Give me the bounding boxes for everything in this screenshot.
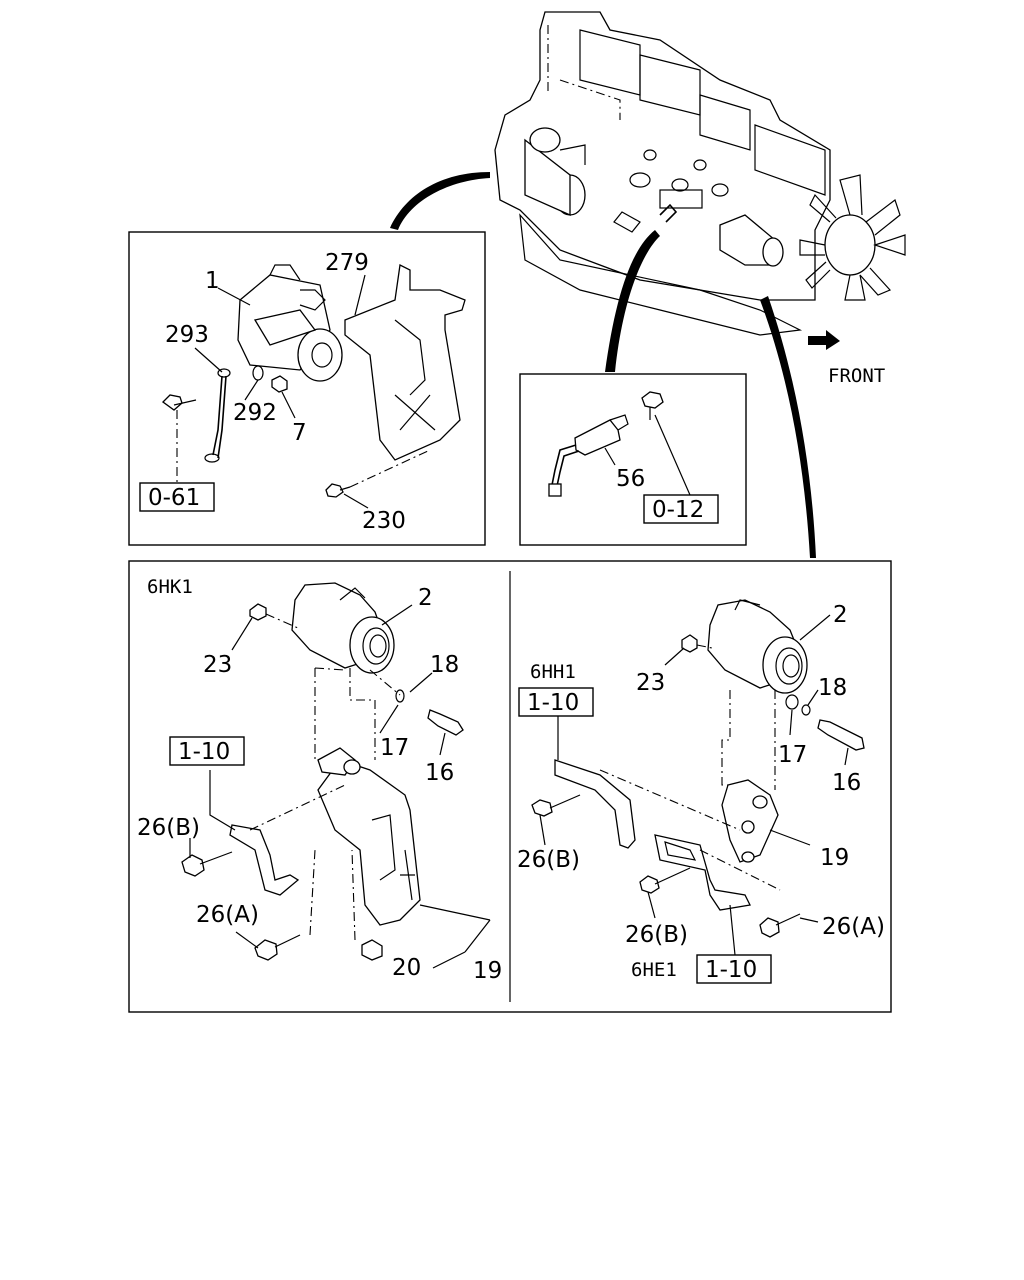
label-bolt-16-right: 16 [832, 770, 861, 796]
label-washer-17-right: 17 [778, 742, 807, 768]
label-nut-23-right: 23 [636, 670, 665, 696]
alternator-6hk1 [181, 582, 491, 969]
ref-box-1-10-left [169, 736, 245, 766]
label-bolt-26b-left: 26(B) [137, 815, 200, 841]
alternator-6hh1-6he1 [531, 599, 865, 956]
ref-box-0-61 [139, 482, 215, 512]
label-bracket-279: 279 [325, 250, 369, 276]
label-engine-6hh1: 6HH1 [530, 661, 576, 683]
label-alternator-2-right: 2 [833, 602, 848, 628]
callout-leaders [390, 172, 816, 558]
label-bolt-230: 230 [362, 508, 406, 534]
label-bolt-16-left: 16 [425, 760, 454, 786]
label-bracket-19-left: 19 [473, 958, 502, 984]
engine-alternator [719, 214, 784, 267]
label-engine-6hk1: 6HK1 [147, 576, 193, 598]
ref-1-10-right-top: 1-10 [527, 690, 579, 716]
label-sensor-56: 56 [616, 466, 645, 492]
label-washer-18-right: 18 [818, 675, 847, 701]
label-starter-1: 1 [205, 268, 220, 294]
fan [799, 174, 906, 301]
label-bracket-19-right: 19 [820, 845, 849, 871]
label-bolt-26a-left: 26(A) [196, 902, 259, 928]
label-washer-17-left: 17 [380, 735, 409, 761]
ref-1-10-right-bottom: 1-10 [705, 957, 757, 983]
label-nut-7: 7 [292, 420, 307, 446]
arrow-right-icon [808, 330, 840, 350]
ref-1-10-left: 1-10 [178, 739, 230, 765]
label-nut-23-left: 23 [203, 652, 232, 678]
engine-starter [524, 127, 586, 217]
label-bolt-26b-right-upper: 26(B) [517, 847, 580, 873]
label-engine-6he1: 6HE1 [631, 959, 677, 981]
ref-box-1-10-right-top [518, 687, 594, 717]
starter-detail [162, 264, 466, 509]
label-cable-293: 293 [165, 322, 209, 348]
label-alternator-2-left: 2 [418, 585, 433, 611]
label-washer-292: 292 [233, 400, 277, 426]
label-bolt-26b-right-lower: 26(B) [625, 922, 688, 948]
front-indicator: FRONT [808, 330, 885, 387]
label-bolt-26a-right: 26(A) [822, 914, 885, 940]
ref-box-1-10-right-bottom [696, 954, 772, 984]
front-label: FRONT [828, 365, 885, 387]
label-nut-20: 20 [392, 955, 421, 981]
ref-box-0-12 [643, 494, 719, 524]
ref-0-61: 0-61 [148, 485, 200, 511]
label-washer-18-left: 18 [430, 652, 459, 678]
sensor-detail [548, 391, 691, 497]
ref-0-12: 0-12 [652, 497, 704, 523]
engine-overview [494, 11, 906, 336]
